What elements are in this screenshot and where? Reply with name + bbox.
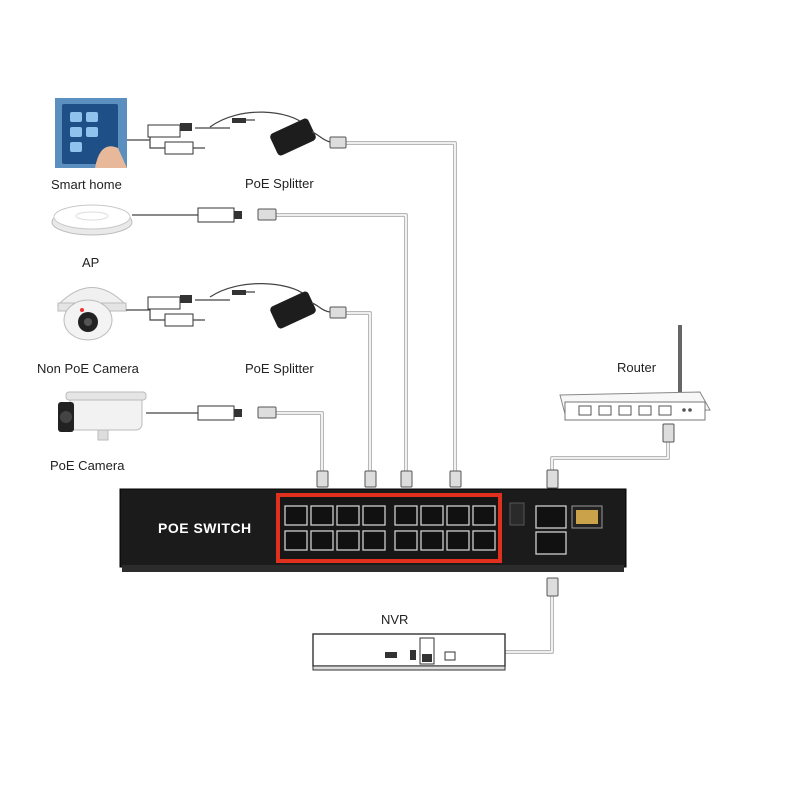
poe-port	[446, 505, 470, 526]
non-poe-camera-icon	[56, 287, 230, 341]
poe-port	[472, 530, 496, 551]
non-poe-camera-label: Non PoE Camera	[37, 361, 139, 376]
cable-non-poe-camera	[345, 311, 372, 485]
poe-port	[336, 530, 360, 551]
poe-splitter-icon-2	[209, 283, 331, 329]
cable-router	[550, 440, 670, 490]
router-icon	[559, 325, 711, 421]
poe-port	[310, 530, 334, 551]
cable-nvr	[505, 578, 554, 654]
poe-port	[472, 505, 496, 526]
poe-camera-icon	[58, 391, 242, 441]
poe-port	[284, 530, 308, 551]
rj45-plugs	[257, 136, 675, 658]
poe-port	[394, 530, 418, 551]
poe-port	[362, 505, 386, 526]
poe-switch	[119, 488, 627, 572]
nvr-label: NVR	[381, 612, 409, 627]
nvr-icon	[312, 633, 506, 671]
cable-poe-camera	[275, 411, 324, 485]
ap-icon	[51, 204, 242, 236]
poe-splitter-label-1: PoE Splitter	[245, 176, 314, 191]
uplink-ports	[535, 505, 567, 555]
ap-label: AP	[82, 255, 100, 270]
poe-port	[362, 530, 386, 551]
poe-port	[284, 505, 308, 526]
poe-port	[446, 530, 470, 551]
cables	[275, 141, 670, 654]
smart-home-icon	[55, 98, 230, 168]
poe-splitter-label-2: PoE Splitter	[245, 361, 314, 376]
router-label: Router	[617, 360, 657, 375]
poe-port-grid	[284, 505, 496, 551]
poe-camera-label: PoE Camera	[50, 458, 125, 473]
switch-name: POE SWITCH	[158, 520, 252, 536]
poe-port	[336, 505, 360, 526]
poe-port	[310, 505, 334, 526]
poe-splitter-icon-1	[209, 111, 331, 156]
poe-port	[394, 505, 418, 526]
smart-home-label: Smart home	[51, 177, 122, 192]
poe-port	[420, 505, 444, 526]
cable-ap	[275, 213, 408, 485]
poe-port	[420, 530, 444, 551]
